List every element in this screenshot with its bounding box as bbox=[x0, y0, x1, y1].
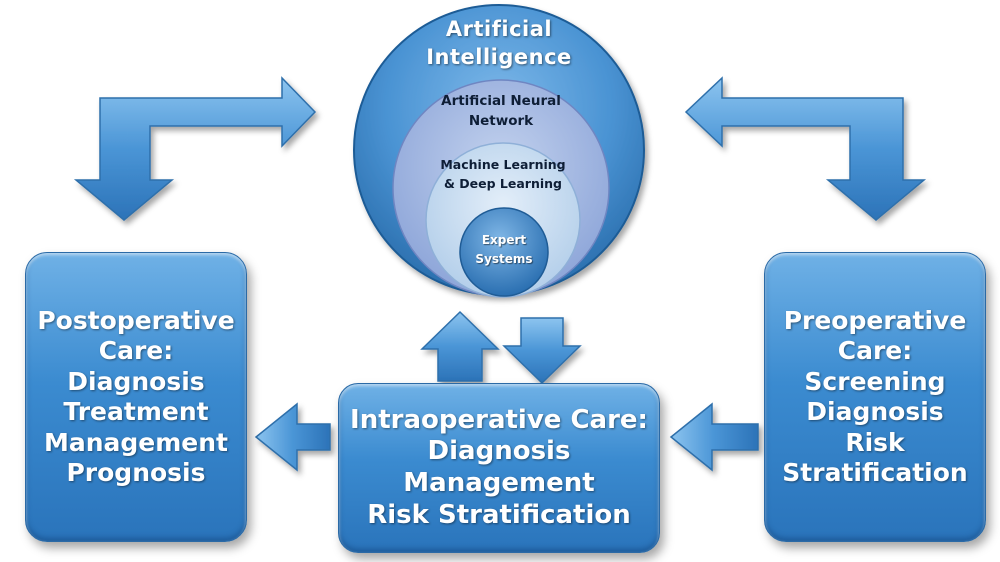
box-line: Management bbox=[403, 468, 595, 498]
box-line: Diagnosis bbox=[806, 397, 944, 426]
box-line: Risk Stratification bbox=[367, 499, 631, 530]
box-intraoperative-care: Intraoperative Care: Diagnosis Managemen… bbox=[338, 383, 660, 553]
arrow-preoperative-to-intraoperative bbox=[669, 402, 759, 472]
box-postoperative-care: Postoperative Care: Diagnosis Treatment … bbox=[25, 252, 247, 542]
box-line: Care: bbox=[837, 336, 913, 365]
box-preoperative-care: Preoperative Care: Screening Diagnosis R… bbox=[764, 252, 986, 542]
box-line: Stratification bbox=[782, 458, 968, 487]
arrow-preoperative-to-ai bbox=[684, 76, 927, 221]
box-line: Intraoperative Care: bbox=[350, 404, 648, 435]
arrow-ai-to-intraoperative bbox=[502, 317, 582, 385]
label-machine-learning: Machine Learning & Deep Learning bbox=[358, 155, 648, 193]
nested-circle-labels: Artificial Intelligence Artificial Neura… bbox=[354, 0, 644, 300]
circle-expert-systems bbox=[459, 207, 549, 297]
label-line: Systems bbox=[475, 252, 533, 266]
arrow-ai-to-postoperative bbox=[73, 76, 317, 221]
box-line: Postoperative bbox=[37, 305, 235, 335]
label-artificial-intelligence: Artificial Intelligence bbox=[354, 15, 644, 71]
label-line: & Deep Learning bbox=[444, 176, 562, 191]
box-line: Treatment bbox=[63, 397, 209, 426]
box-line: Screening bbox=[804, 366, 946, 396]
label-line: Artificial bbox=[445, 17, 553, 41]
box-line: Preoperative bbox=[783, 305, 967, 335]
box-line: Management bbox=[43, 427, 229, 457]
label-expert-systems: Expert Systems bbox=[359, 231, 649, 269]
label-line: Artificial Neural bbox=[441, 93, 561, 109]
label-line: Intelligence bbox=[426, 45, 572, 69]
box-line: Diagnosis bbox=[67, 366, 205, 396]
arrow-intraoperative-to-postoperative bbox=[254, 402, 331, 472]
label-line: Network bbox=[468, 113, 534, 129]
box-line: Prognosis bbox=[66, 458, 206, 487]
box-line: Diagnosis bbox=[427, 436, 571, 467]
label-line: Expert bbox=[481, 233, 527, 247]
arrow-intraoperative-to-ai bbox=[420, 310, 500, 382]
box-line: Risk bbox=[845, 427, 905, 457]
label-line: Machine Learning bbox=[440, 157, 566, 172]
box-line: Care: bbox=[98, 336, 174, 365]
label-artificial-neural-network: Artificial Neural Network bbox=[356, 91, 646, 131]
